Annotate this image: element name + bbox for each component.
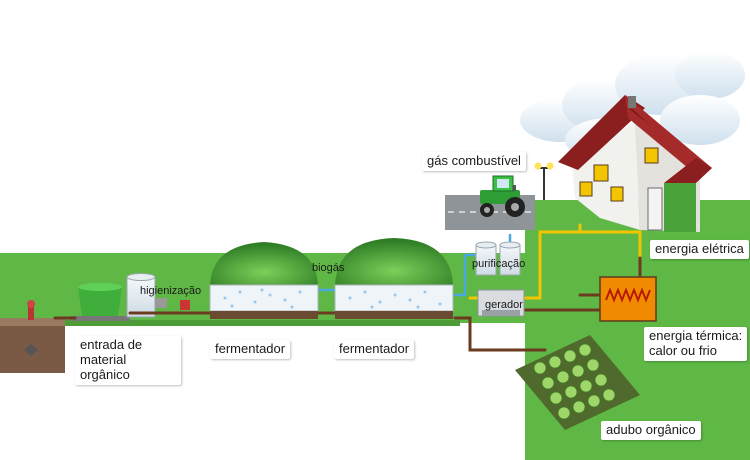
label-biogas: biogás [312, 262, 345, 274]
generator [477, 289, 525, 317]
storage-tank [70, 283, 130, 321]
street-lamp-icon [534, 162, 554, 200]
label-fermentador-1: fermentador [210, 340, 291, 359]
label-energia-eletrica: energia elétrica [650, 240, 749, 259]
label-energia-termica: energia térmica: calor ou frio [644, 327, 748, 361]
compost-field [515, 335, 640, 430]
fermenter-1 [209, 242, 319, 319]
label-higienizacao: higienização [140, 285, 202, 297]
house-icon [558, 95, 712, 232]
label-purificacao: purificação [472, 258, 526, 270]
heat-exchanger-icon [599, 276, 657, 322]
hygienization-tank [126, 273, 190, 318]
label-fermentador-2: fermentador [334, 340, 415, 359]
label-entrada: entrada de material orgânico [75, 336, 181, 385]
label-adubo-organico: adubo orgânico [601, 421, 701, 440]
inlet-pit [0, 300, 65, 373]
label-gas-combustivel: gás combustível [422, 152, 526, 171]
label-gerador: gerador [485, 299, 523, 311]
fermenter-2 [334, 238, 454, 319]
tractor-icon [480, 175, 525, 217]
purification-tanks [475, 241, 521, 276]
